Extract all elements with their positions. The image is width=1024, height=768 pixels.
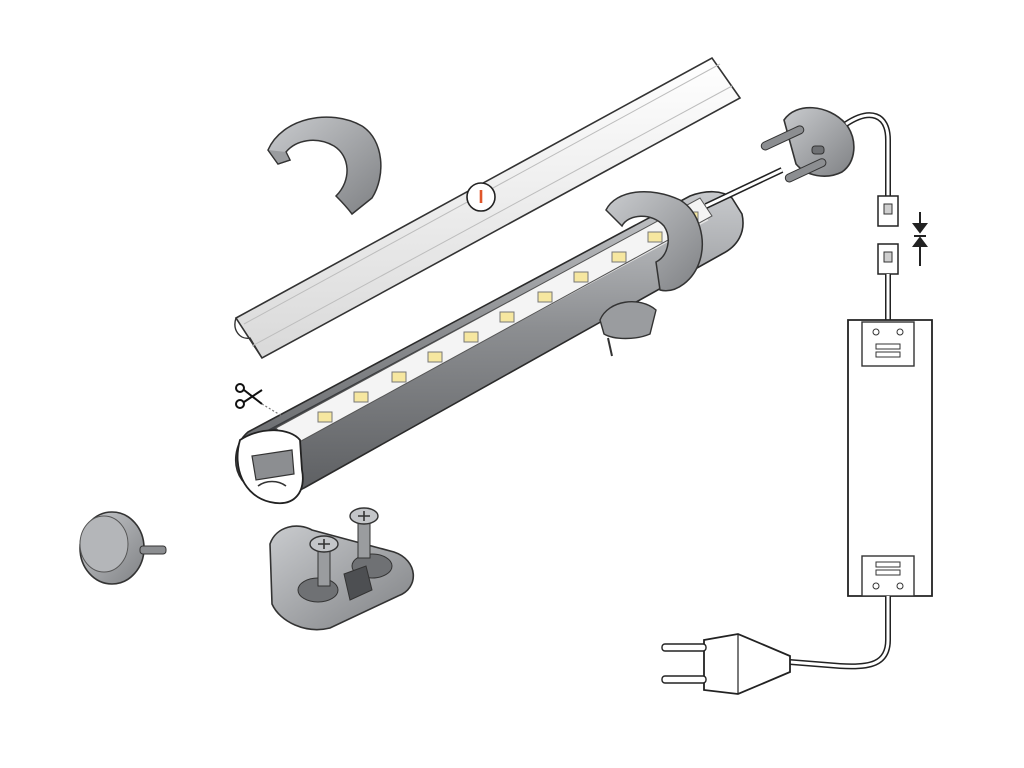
plug-icon [661, 633, 791, 695]
led-chip [317, 411, 333, 423]
mounting-ring [599, 190, 703, 357]
end-cap-flat [79, 511, 167, 585]
led-chip [463, 331, 479, 343]
diffuser-cover: I [234, 56, 742, 360]
end-cap-pin [139, 545, 167, 555]
cap-pin [760, 125, 805, 151]
aluminium-profile [235, 190, 744, 505]
diffuser-marker-badge: I [466, 182, 496, 212]
scissors-icon [235, 383, 283, 417]
end-cap-top [267, 116, 382, 216]
led-chip [611, 251, 627, 263]
plug-pin [661, 643, 707, 652]
mains-cable [789, 596, 891, 670]
cap-pin [784, 158, 827, 183]
profile-cross-section [236, 429, 304, 505]
led-power-supply [847, 319, 933, 597]
led-chip [353, 391, 369, 403]
led-chip [427, 351, 443, 363]
screw-icon [349, 507, 379, 559]
diffuser-marker-label: I [478, 187, 483, 207]
cap-pin [811, 145, 825, 155]
led-chip [647, 231, 663, 243]
push-together-arrows-icon [912, 212, 928, 266]
led-chip [391, 371, 407, 383]
mounting-bracket [269, 525, 415, 631]
cable-connector [877, 195, 899, 275]
led-chip [537, 291, 553, 303]
led-chip [573, 271, 589, 283]
led-chip [499, 311, 515, 323]
screw-icon [309, 535, 339, 587]
feed-in-end-cap [760, 106, 855, 183]
plug-pin [661, 675, 707, 684]
